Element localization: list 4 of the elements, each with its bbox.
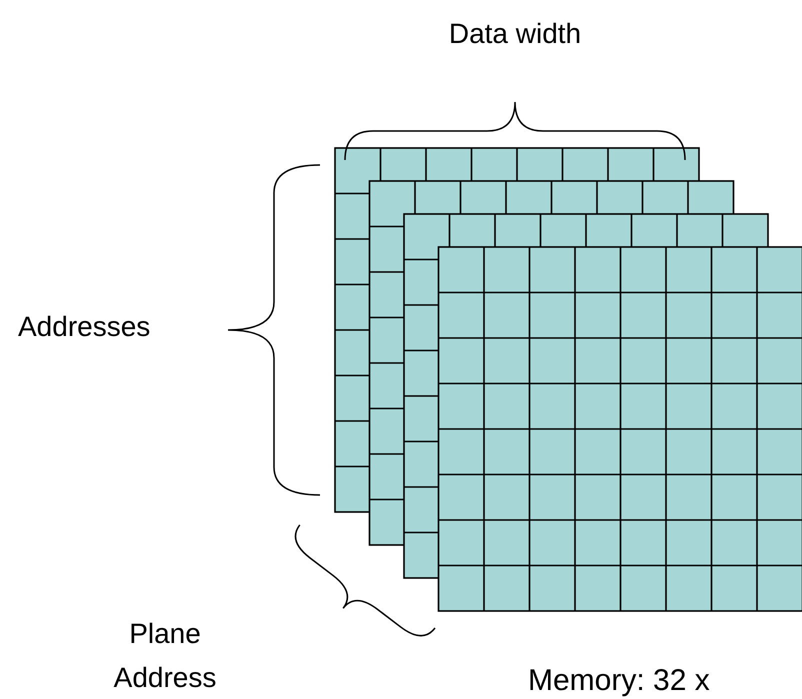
- caption-text: Memory: 32 x: [528, 665, 711, 697]
- dimension-label: Plane Address: [112, 617, 218, 695]
- dimension-label: Addresses: [18, 311, 152, 343]
- dimension-label: Data width: [448, 18, 582, 50]
